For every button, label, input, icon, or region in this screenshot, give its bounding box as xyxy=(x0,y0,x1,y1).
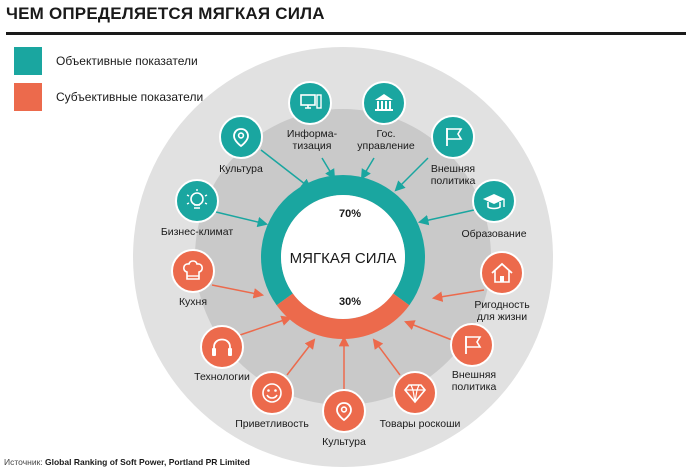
objective-indicator-circle xyxy=(288,81,332,125)
subjective-arrow xyxy=(431,289,485,302)
lightbulb-icon xyxy=(186,189,208,209)
subjective-indicator-circle xyxy=(322,389,366,433)
legend-label-subjective: Субъективные показатели xyxy=(56,90,204,104)
objective-arrow xyxy=(321,157,336,180)
objective-indicator-3: Гос.управление xyxy=(357,81,415,152)
title-rule xyxy=(6,32,686,35)
subjective-indicator-label: Культура xyxy=(322,436,366,448)
subjective-indicator-circle xyxy=(450,323,494,367)
subjective-indicator-4: Культура xyxy=(322,389,366,448)
house-icon xyxy=(491,262,513,283)
subjective-indicator-label: Приветливость xyxy=(235,418,309,430)
legend-swatch-subjective xyxy=(14,83,42,111)
objective-arrow xyxy=(360,157,375,180)
center-disc xyxy=(281,195,405,319)
objective-indicator-circle xyxy=(431,115,475,159)
objective-indicator-1: Культура xyxy=(219,115,263,175)
objective-indicator-5: Образование xyxy=(461,179,527,240)
objective-arrow xyxy=(394,157,429,192)
objective-indicator-circle xyxy=(175,179,219,223)
objective-indicator-circle xyxy=(219,115,263,159)
objective-indicator-label: Гос.управление xyxy=(357,128,415,152)
diamond-icon xyxy=(403,384,427,404)
government-building-icon xyxy=(375,94,393,111)
subjective-indicator-label: Кухня xyxy=(179,296,207,308)
subjective-arrow xyxy=(211,284,265,299)
objective-share-arc xyxy=(261,175,425,306)
legend-swatch-objective xyxy=(14,47,42,75)
objective-indicator-6: Бизнес-климат xyxy=(161,179,233,238)
objective-indicator-label: Информа-тизация xyxy=(287,128,338,152)
flag-icon xyxy=(446,128,463,146)
subjective-indicator-circle xyxy=(393,371,437,415)
subjective-indicator-3: Приветливость xyxy=(235,371,309,430)
objective-indicator-label: Бизнес-климат xyxy=(161,226,233,238)
subjective-arrow xyxy=(286,338,316,376)
legend-label-objective: Объективные показатели xyxy=(56,54,198,68)
legend-item-objective: Объективные показатели xyxy=(14,47,198,75)
subjective-indicator-circle xyxy=(480,251,524,295)
center-label: МЯГКАЯ СИЛА xyxy=(290,250,397,267)
objective-arrow xyxy=(215,211,269,228)
subjective-arrow xyxy=(372,338,401,376)
subjective-indicator-5: Товары роскоши xyxy=(380,371,461,430)
objective-arrow xyxy=(260,149,312,190)
flag-icon xyxy=(465,336,482,354)
objective-percent: 70% xyxy=(339,208,361,220)
subjective-arrow xyxy=(239,315,292,336)
source-text: Global Ranking of Soft Power, Portland P… xyxy=(45,457,250,467)
subjective-indicator-circle xyxy=(250,371,294,415)
map-pin-icon xyxy=(233,128,249,148)
smile-icon xyxy=(262,383,282,403)
objective-arrow xyxy=(417,209,475,226)
source-note: Источник: Global Ranking of Soft Power, … xyxy=(4,457,250,467)
objective-indicator-label: Образование xyxy=(461,228,526,240)
legend-item-subjective: Субъективные показатели xyxy=(14,83,203,111)
objective-indicator-circle xyxy=(362,81,406,125)
subjective-indicator-label: Технологии xyxy=(194,371,250,383)
subjective-indicator-1: Кухня xyxy=(171,249,215,308)
graduation-cap-icon xyxy=(483,194,505,210)
chef-hat-icon xyxy=(183,260,203,280)
objective-indicator-label: Культура xyxy=(219,163,263,175)
subjective-indicator-label: Товары роскоши xyxy=(380,418,461,430)
objective-indicator-2: Информа-тизация xyxy=(287,81,338,152)
subjective-percent: 30% xyxy=(339,296,361,308)
subjective-arrow xyxy=(404,320,453,341)
source-prefix: Источник: xyxy=(4,457,46,467)
headphones-icon xyxy=(212,338,232,356)
subjective-indicator-circle xyxy=(200,325,244,369)
subjective-indicator-circle xyxy=(171,249,215,293)
page-title: ЧЕМ ОПРЕДЕЛЯЕТСЯ МЯГКАЯ СИЛА xyxy=(6,4,325,23)
subjective-share-arc xyxy=(276,293,410,339)
map-pin-icon xyxy=(336,402,352,422)
subjective-indicator-2: Технологии xyxy=(194,325,250,383)
computer-icon xyxy=(300,94,322,109)
